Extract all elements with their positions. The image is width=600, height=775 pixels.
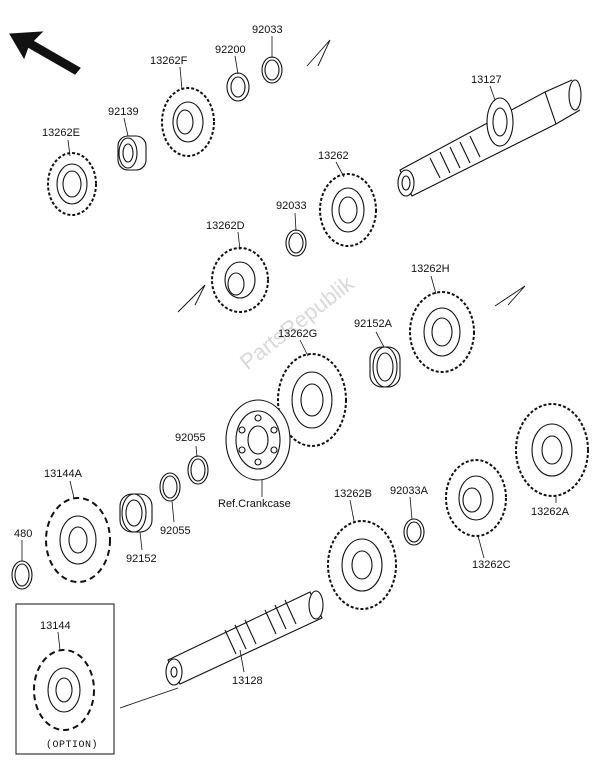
gear-13262H (409, 291, 475, 373)
option-box (15, 603, 115, 755)
label-13262E: 13262E (42, 127, 80, 139)
bearing-92139 (117, 135, 147, 171)
circlip-92033-top (261, 56, 283, 84)
gear-13262 (319, 173, 377, 247)
label-13262: 13262 (318, 150, 349, 162)
gear-13262A (515, 403, 589, 497)
label-92033-mid: 92033 (276, 200, 307, 212)
label-option: (OPTION) (46, 740, 99, 751)
label-92139: 92139 (108, 106, 139, 118)
assembly-guide-lines (119, 39, 526, 709)
bushing-92152A (369, 346, 401, 388)
label-92200: 92200 (215, 44, 246, 56)
label-ref-crankcase: Ref.Crankcase (218, 498, 291, 510)
gear-13262E (47, 152, 97, 216)
washer-92200 (226, 72, 250, 102)
label-13144: 13144 (40, 620, 71, 632)
shaft-13127 (397, 79, 582, 197)
label-92055-bottom: 92055 (160, 525, 191, 537)
leader-lines (21, 36, 557, 673)
label-92033A: 92033A (390, 485, 428, 497)
label-13127: 13127 (471, 74, 502, 86)
label-92152: 92152 (126, 553, 157, 565)
circlip-92033A (403, 518, 425, 546)
label-13144A: 13144A (44, 468, 82, 480)
circlip-92033-mid (285, 229, 307, 257)
label-13262A: 13262A (531, 506, 569, 518)
label-92033-top: 92033 (252, 24, 283, 36)
gear-13262F (161, 87, 215, 157)
sprocket-13144 (33, 649, 95, 731)
shaft-13128 (165, 590, 324, 686)
label-13262C: 13262C (472, 559, 511, 571)
gear-13262C (445, 459, 507, 537)
bearing-crankcase (225, 399, 291, 481)
label-13262F: 13262F (150, 55, 188, 67)
bushing-92152 (119, 493, 153, 533)
gear-13262D (211, 247, 269, 313)
label-13262G: 13262G (278, 328, 318, 340)
label-13128: 13128 (232, 675, 263, 687)
label-13262D: 13262D (206, 220, 245, 232)
label-13262B: 13262B (334, 488, 372, 500)
label-480: 480 (14, 528, 33, 540)
circlip-92055-pair (159, 455, 209, 502)
label-92152A: 92152A (354, 318, 392, 330)
gear-13262B (327, 520, 397, 610)
direction-arrow-icon (9, 31, 81, 75)
sprocket-13144A (45, 497, 111, 583)
label-92055-top: 92055 (175, 432, 206, 444)
circlip-480 (11, 560, 33, 590)
label-13262H: 13262H (411, 263, 450, 275)
gear-13262G (277, 353, 347, 447)
